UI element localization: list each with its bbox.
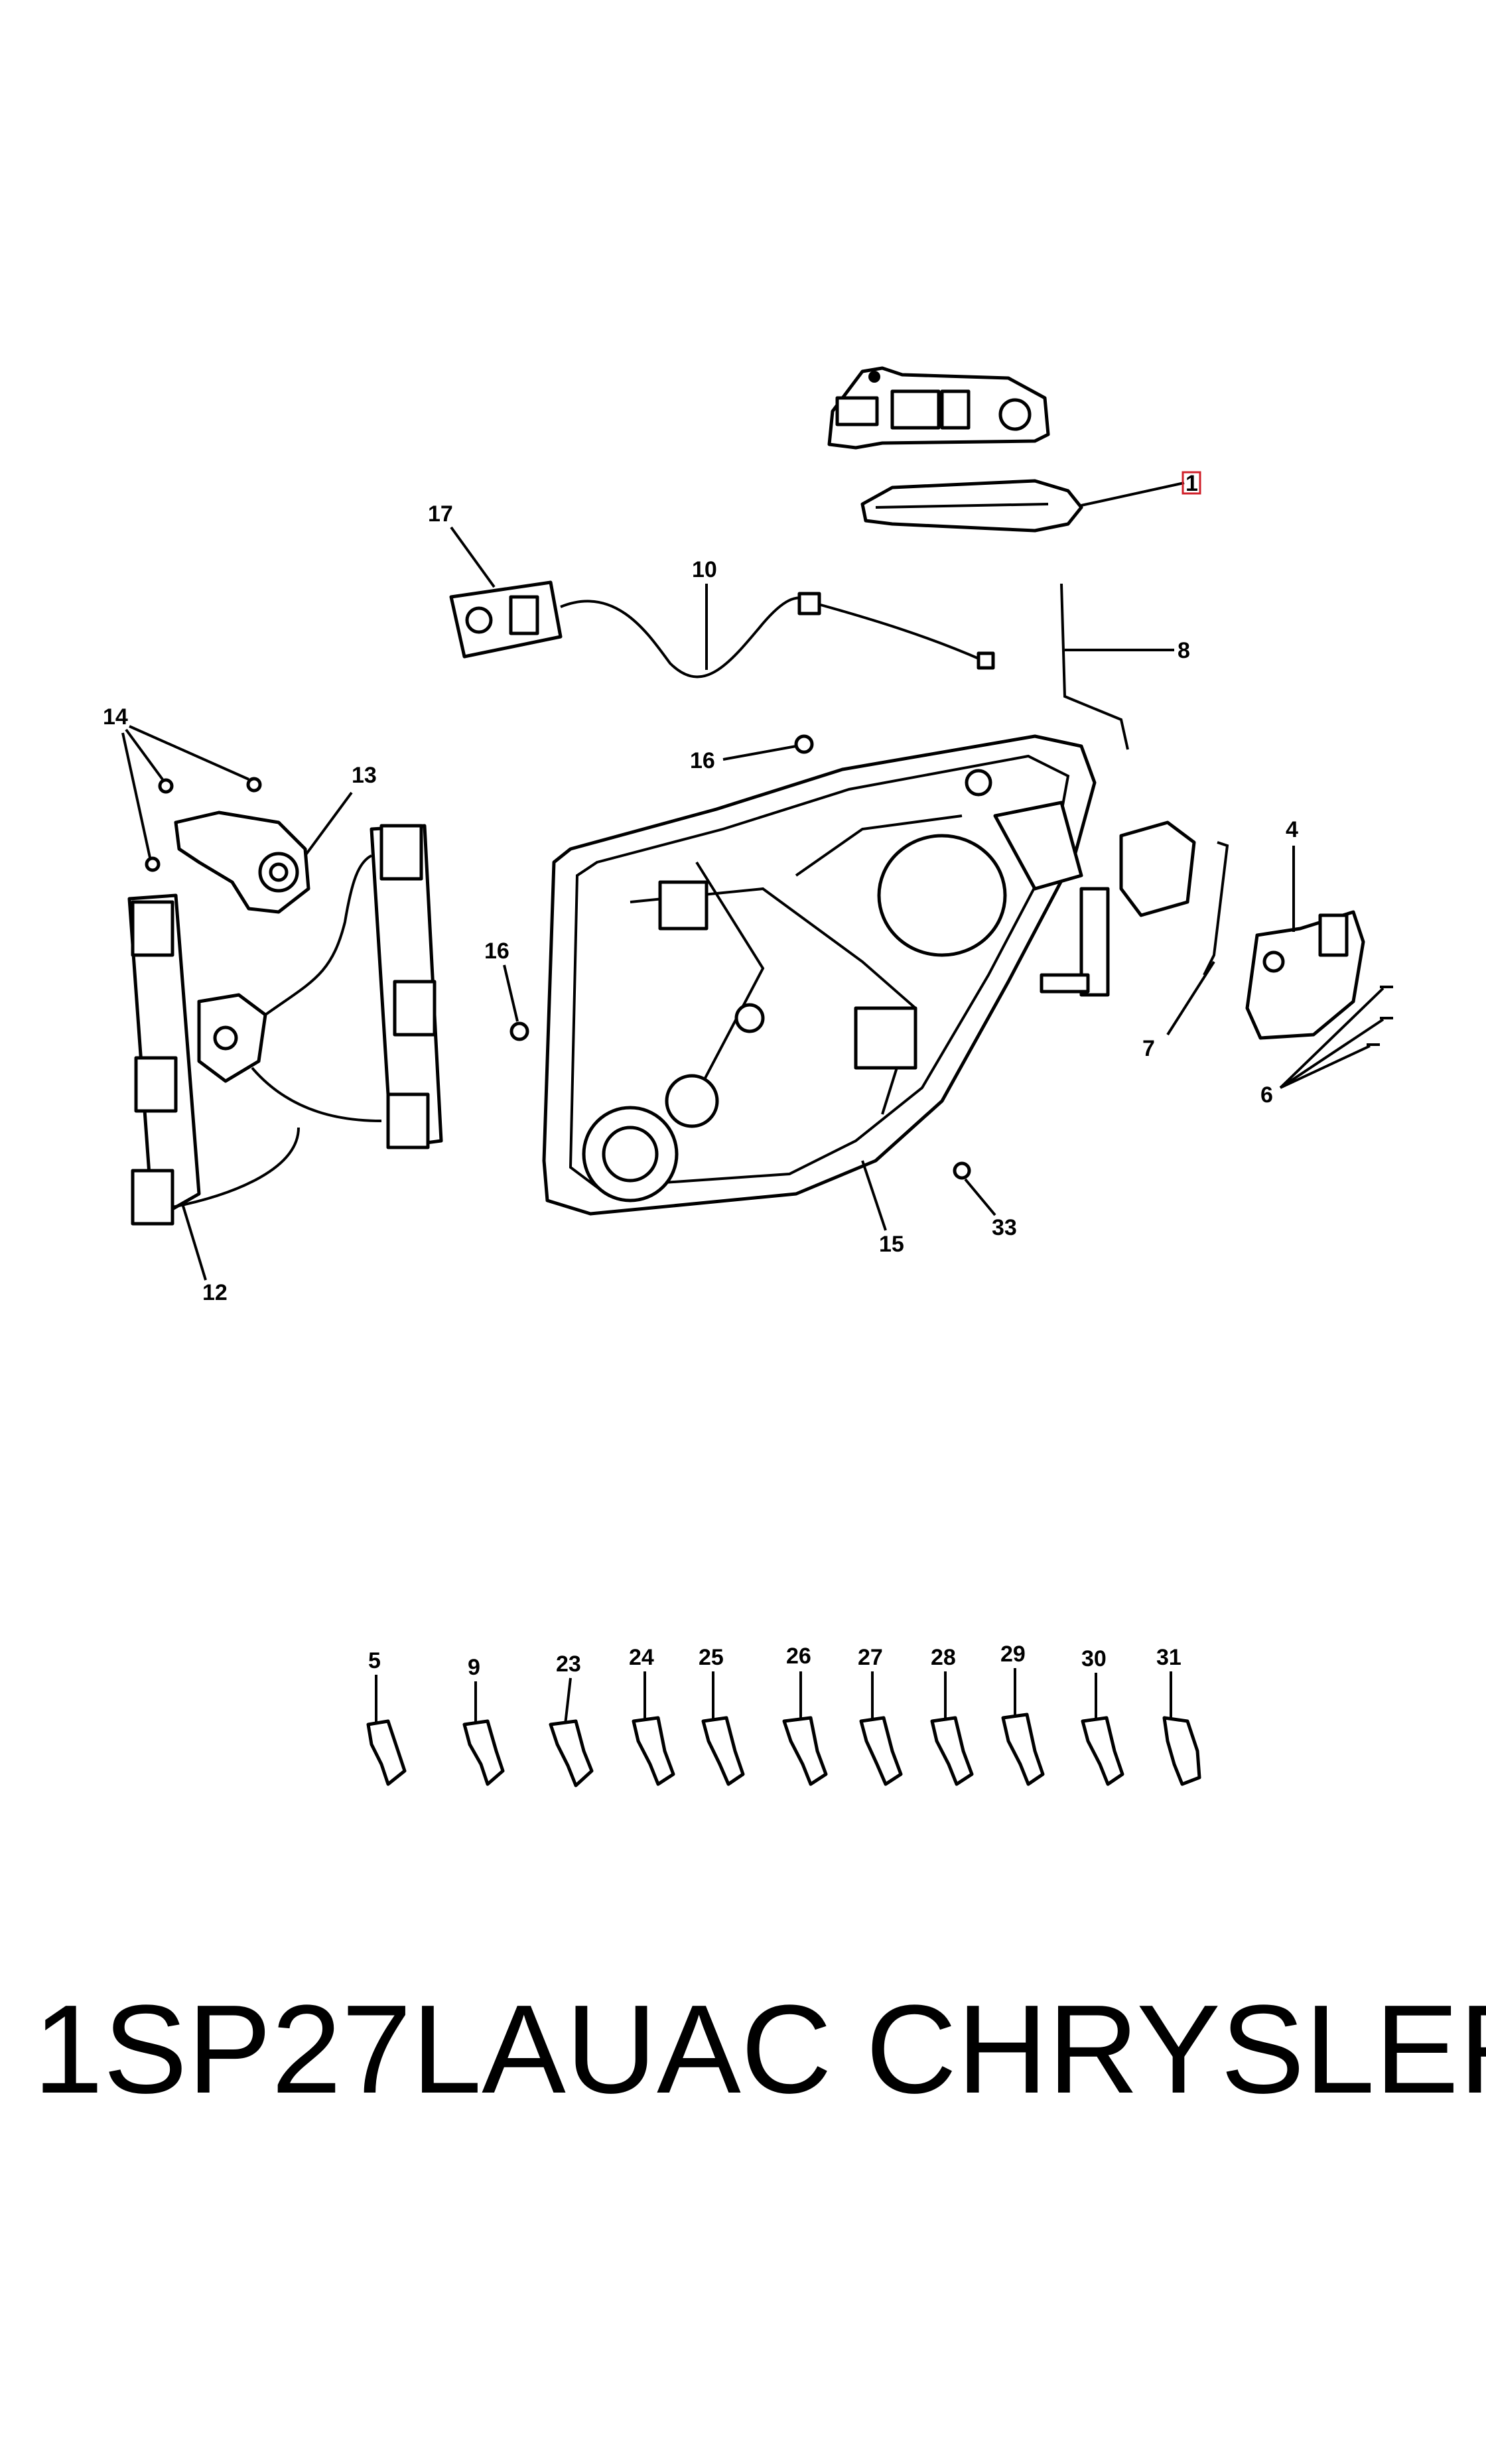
callout-6-label: 6 (1260, 1082, 1273, 1108)
clip-23[interactable]: 23 (549, 1652, 594, 1787)
callout-26-label: 26 (786, 1644, 811, 1669)
callout-5-label: 5 (368, 1648, 381, 1673)
exploded-parts-diagram: 1 17 10 8 14 13 (103, 366, 1393, 1787)
part-16-nut-lower[interactable]: 16 (484, 939, 529, 1041)
part-33-clip[interactable]: 33 (953, 1161, 1017, 1240)
part-1-door-handle[interactable] (827, 366, 1083, 533)
callout-25-label: 25 (699, 1645, 724, 1670)
callout-33-label: 33 (992, 1215, 1017, 1240)
callout-29-label: 29 (1000, 1642, 1026, 1667)
part-6-screws[interactable]: 6 (1260, 986, 1393, 1108)
callout-4-label: 4 (1286, 817, 1298, 842)
clip-24[interactable]: 24 (629, 1645, 675, 1786)
callout-23-label: 23 (556, 1652, 581, 1677)
footer: 1SP27LAUAC CHRYSLER (0, 1967, 1486, 2132)
brand-name: CHRYSLER (866, 1979, 1486, 2120)
callout-1[interactable]: 1 (1081, 471, 1201, 507)
part-12-window-regulator[interactable]: 12 (127, 824, 443, 1305)
part-code: 1SP27LAUAC (33, 1979, 833, 2120)
callout-27-label: 27 (858, 1645, 883, 1670)
clip-26[interactable]: 26 (782, 1644, 828, 1786)
callout-17-label: 17 (428, 501, 453, 527)
part-16-nut-upper[interactable]: 16 (690, 734, 814, 773)
callout-8-label: 8 (1178, 638, 1190, 663)
callout-7-label: 7 (1142, 1036, 1155, 1061)
callout-28-label: 28 (931, 1645, 956, 1670)
callout-17[interactable]: 17 (428, 501, 496, 588)
callout-13-label: 13 (352, 763, 377, 788)
part-7-rod[interactable]: 7 (1142, 841, 1229, 1061)
callout-16b-label: 16 (484, 939, 509, 964)
part-8-rod[interactable]: 8 (1060, 583, 1190, 750)
part-15-door-module-panel[interactable]: 15 (542, 734, 1196, 1257)
callout-9-label: 9 (468, 1655, 480, 1680)
callout-24-label: 24 (629, 1645, 654, 1670)
part-17-switch-bracket[interactable] (449, 580, 563, 659)
callout-12-label: 12 (202, 1280, 228, 1305)
clip-27[interactable]: 27 (858, 1645, 903, 1786)
clip-row: 5 9 23 24 25 26 27 (366, 1642, 1201, 1787)
part-4-door-latch[interactable]: 4 (1245, 817, 1365, 1040)
callout-10-label: 10 (692, 557, 717, 582)
callout-1-label: 1 (1185, 471, 1198, 496)
part-13-window-motor[interactable]: 13 (174, 763, 377, 914)
callout-10[interactable]: 10 (692, 557, 717, 670)
callout-16a-label: 16 (690, 748, 715, 773)
clip-30[interactable]: 30 (1081, 1646, 1124, 1786)
clip-25[interactable]: 25 (699, 1645, 745, 1786)
clip-5[interactable]: 5 (366, 1648, 407, 1786)
callout-30-label: 30 (1081, 1646, 1107, 1671)
clip-29[interactable]: 29 (1000, 1642, 1045, 1786)
callout-31-label: 31 (1156, 1645, 1182, 1670)
clip-31[interactable]: 31 (1156, 1645, 1201, 1786)
clip-28[interactable]: 28 (930, 1645, 974, 1786)
part-14-nuts[interactable]: 14 (103, 704, 262, 872)
part-10-cable[interactable] (560, 592, 995, 679)
callout-15-label: 15 (879, 1232, 904, 1257)
clip-9[interactable]: 9 (462, 1655, 505, 1786)
callout-14-label: 14 (103, 704, 128, 730)
